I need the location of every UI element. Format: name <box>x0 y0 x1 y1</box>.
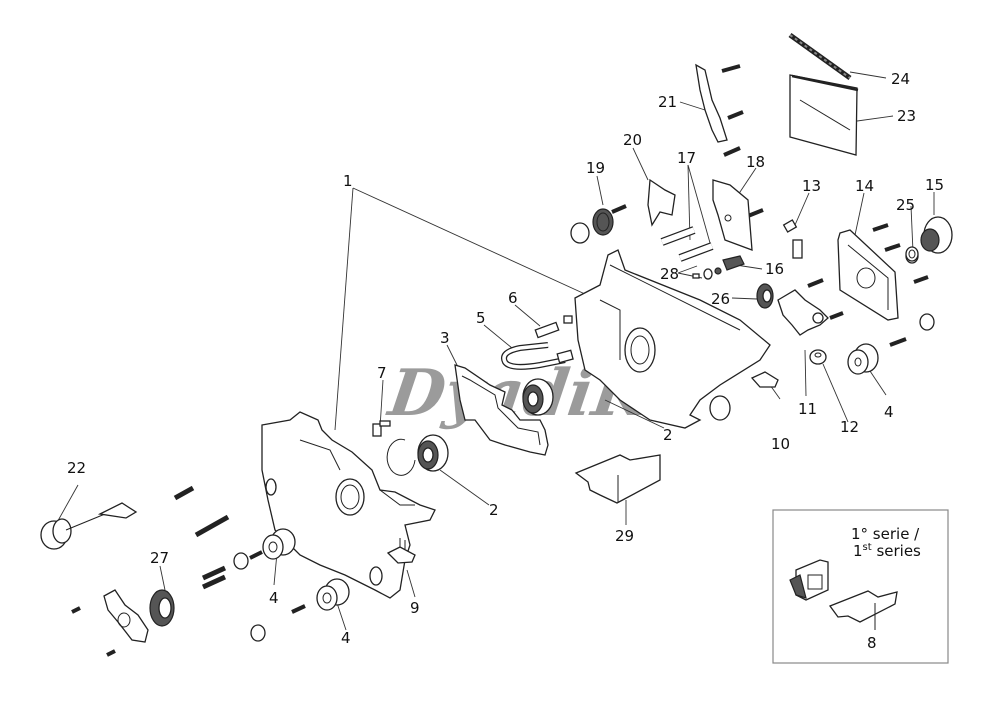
label-9: 9 <box>410 599 420 617</box>
part-3-gasket[interactable] <box>454 364 549 456</box>
part-4-mount-a[interactable] <box>262 528 296 560</box>
inset-title-line1: 1° serie / <box>851 525 920 543</box>
part-14-cover-plate[interactable] <box>837 229 899 321</box>
label-6: 6 <box>508 289 518 307</box>
label-20: 20 <box>623 131 642 149</box>
inset-clip-part[interactable] <box>789 559 829 601</box>
inset-first-series: 1° serie / 1st series <box>772 509 949 664</box>
label-7: 7 <box>377 364 387 382</box>
label-17: 17 <box>677 149 696 167</box>
label-22: 22 <box>67 459 86 477</box>
label-29: 29 <box>615 527 634 545</box>
label-26: 26 <box>711 290 730 308</box>
label-3: 3 <box>440 329 450 347</box>
part-19-tensioner[interactable] <box>570 208 614 244</box>
bolts <box>71 64 929 657</box>
part-24-chain[interactable] <box>788 32 852 81</box>
part-5-oil-hose[interactable] <box>501 342 574 370</box>
label-24: 24 <box>891 70 910 88</box>
part-4-mount-b[interactable] <box>316 578 350 611</box>
label-27: 27 <box>150 549 169 567</box>
part-2-bearing-a[interactable] <box>417 434 449 472</box>
part-1-crankcase-left[interactable] <box>261 411 436 599</box>
part-23-guide-bar[interactable] <box>789 74 859 156</box>
label-15: 15 <box>925 176 944 194</box>
part-26-seal[interactable] <box>756 283 774 309</box>
label-8: 8 <box>867 634 877 652</box>
part-27-seal[interactable] <box>149 589 175 627</box>
part-9-bracket[interactable] <box>386 538 416 564</box>
label-1: 1 <box>343 172 353 190</box>
label-5: 5 <box>476 309 486 327</box>
label-4b: 4 <box>341 629 351 647</box>
part-22-fuel-cap[interactable] <box>40 502 138 550</box>
part-2-circlip[interactable] <box>386 438 416 476</box>
label-19: 19 <box>586 159 605 177</box>
part-28-small-parts[interactable] <box>692 267 722 280</box>
part-21-bumper-spike[interactable] <box>695 63 728 143</box>
part-17-studs[interactable] <box>660 226 714 262</box>
part-2-bearing-b[interactable] <box>522 378 554 416</box>
inset-title-line2: 1st series <box>853 542 921 560</box>
label-2b: 2 <box>663 426 673 444</box>
part-18-guide-plate[interactable] <box>712 179 753 251</box>
part-12-bushing[interactable] <box>809 349 827 365</box>
part-20-tensioner-slide[interactable] <box>647 178 676 227</box>
label-28: 28 <box>660 265 679 283</box>
label-11: 11 <box>798 400 817 418</box>
part-8-plate[interactable] <box>828 590 898 630</box>
label-10: 10 <box>771 435 790 453</box>
part-11-oil-pump[interactable] <box>777 289 829 336</box>
label-21: 21 <box>658 93 677 111</box>
part-7-elbow-fitting[interactable] <box>372 420 391 437</box>
part-13-fitting[interactable] <box>782 219 803 259</box>
leader-lines <box>54 71 935 631</box>
label-16: 16 <box>765 260 784 278</box>
part-15-cap[interactable] <box>920 216 953 254</box>
part-25-washer[interactable] <box>905 246 919 262</box>
part-6-hose-fitting[interactable] <box>534 315 573 339</box>
part-16-chain-catcher[interactable] <box>722 255 745 271</box>
callout-labels: 1 2 2 3 4 4 4 5 6 7 8 9 10 11 12 13 14 1… <box>67 70 944 652</box>
label-23: 23 <box>897 107 916 125</box>
label-4a: 4 <box>269 589 279 607</box>
part-10-bracket[interactable] <box>750 371 779 388</box>
label-25: 25 <box>896 196 915 214</box>
part-29-plate[interactable] <box>574 454 661 504</box>
part-1-crankcase-right[interactable] <box>574 249 771 429</box>
part-4-mount-c[interactable] <box>847 343 879 375</box>
label-4c: 4 <box>884 403 894 421</box>
label-2a: 2 <box>489 501 499 519</box>
label-13: 13 <box>802 177 821 195</box>
label-14: 14 <box>855 177 874 195</box>
label-18: 18 <box>746 153 765 171</box>
label-12: 12 <box>840 418 859 436</box>
flange-gasket <box>103 589 149 643</box>
